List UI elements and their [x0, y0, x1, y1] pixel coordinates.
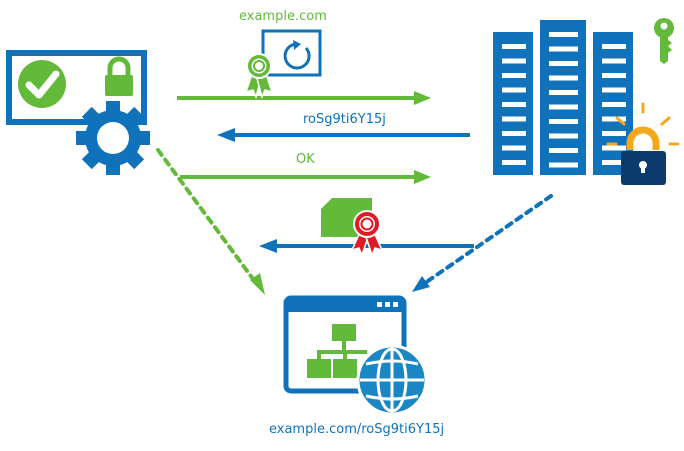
server-window-stripe — [502, 87, 526, 93]
message-3-label: OK — [296, 152, 315, 167]
server-window-stripe — [602, 102, 626, 107]
result-url-label: example.com/roSg9ti6Y15j — [269, 422, 445, 437]
server-to-website-dashed-arrow — [412, 194, 553, 292]
server-window-stripe — [602, 160, 626, 165]
server-window-stripe — [602, 73, 626, 78]
server-window-stripe — [602, 44, 626, 49]
checkmark-icon — [18, 60, 66, 108]
red-ribbon-badge-icon — [350, 210, 384, 258]
server-window-stripe — [502, 58, 526, 64]
server-window-stripe — [502, 160, 526, 165]
server-window-stripe — [502, 73, 526, 78]
message-arrow-2 — [217, 128, 470, 142]
server-window-stripe — [602, 58, 626, 64]
server-window-stripe — [549, 119, 578, 124]
message-arrow-1 — [177, 91, 431, 105]
server-window-stripe — [602, 131, 626, 136]
server-window-stripes — [502, 32, 626, 168]
message-1-label: example.com — [239, 9, 327, 24]
unlocked-padlock-icon — [606, 102, 680, 185]
server-window-stripe — [502, 102, 526, 107]
client-window-icon — [6, 50, 147, 125]
website-node — [283, 295, 428, 416]
globe-icon — [356, 344, 428, 416]
server-window-stripe — [549, 133, 578, 139]
server-window-stripe — [602, 116, 626, 122]
server-node — [493, 18, 680, 185]
server-window-stripe — [502, 116, 526, 122]
server-window-stripe — [549, 32, 578, 37]
server-towers-icon — [493, 20, 633, 175]
green-ribbon-badge-icon — [244, 53, 274, 100]
message-2-label: roSg9ti6Y15j — [303, 112, 386, 127]
server-window-stripe — [602, 145, 626, 151]
key-icon — [654, 18, 674, 64]
server-window-stripe — [549, 148, 578, 153]
server-window-stripe — [549, 61, 578, 66]
client-node — [6, 50, 150, 175]
certificate-refresh-icon — [261, 29, 322, 77]
server-window-stripe — [502, 131, 526, 136]
client-to-website-dashed-arrow — [156, 148, 265, 295]
server-window-stripe — [502, 44, 526, 49]
gear-icon — [76, 101, 150, 175]
sitemap-icon — [307, 324, 367, 378]
server-window-stripe — [549, 75, 578, 81]
server-window-stripe — [549, 90, 578, 95]
server-window-stripe — [502, 145, 526, 151]
server-window-stripe — [549, 162, 578, 168]
message-arrow-3 — [180, 170, 431, 184]
server-window-stripe — [602, 87, 626, 93]
padlock-icon — [105, 56, 133, 96]
server-window-stripe — [549, 104, 578, 110]
server-window-stripe — [549, 46, 578, 52]
